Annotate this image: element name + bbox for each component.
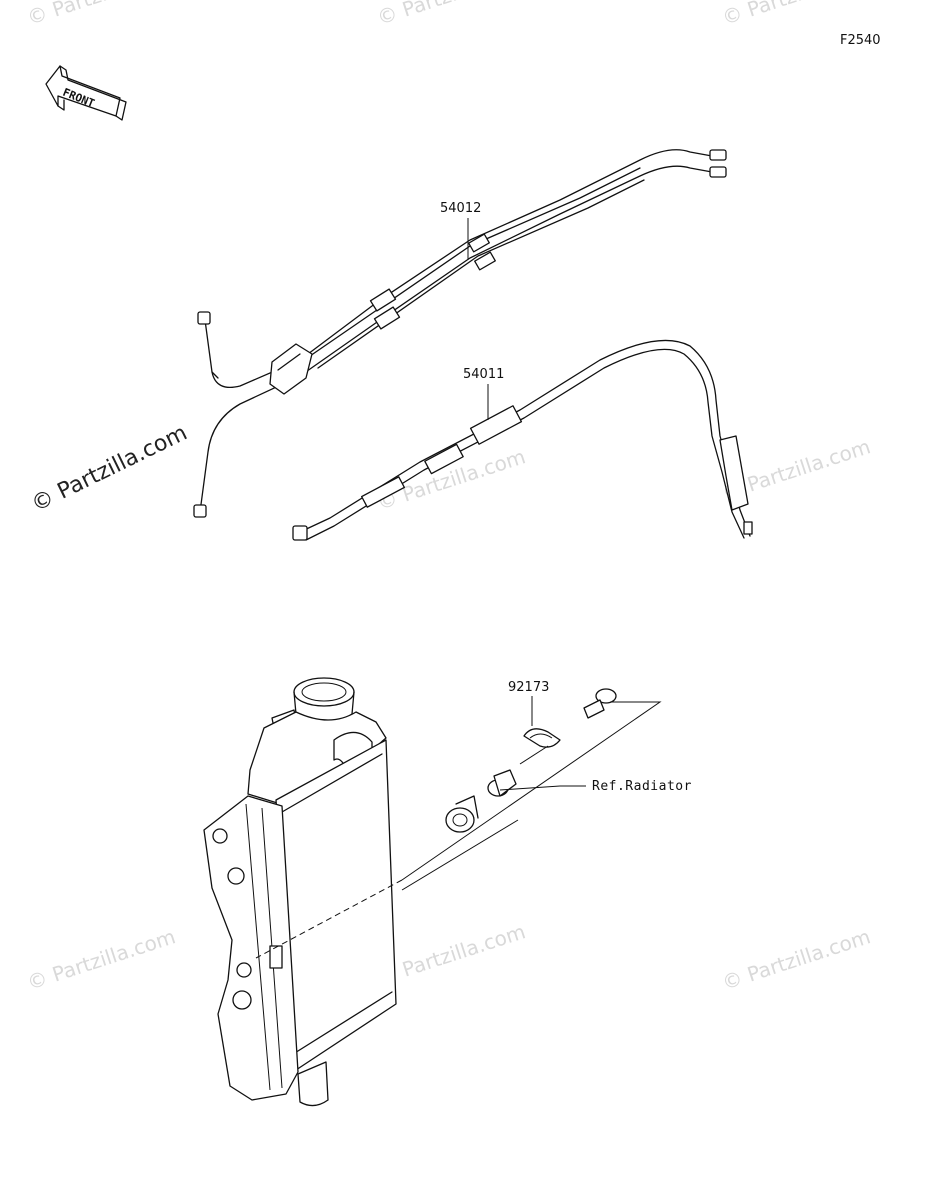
collar	[487, 769, 517, 797]
callout-clip: 92173	[508, 680, 549, 695]
front-arrow-icon: FRONT	[45, 65, 127, 121]
watermark: © Partzilla.com	[719, 924, 873, 995]
assembly-lines	[255, 701, 662, 959]
watermark: © Partzilla.com	[374, 919, 528, 990]
clutch-cable-assembly	[292, 339, 753, 541]
radiator	[203, 677, 397, 1107]
watermark: © Partzilla.com	[719, 0, 873, 30]
clip	[523, 728, 561, 748]
watermark: © Partzilla.com	[374, 0, 528, 30]
throttle-cable-assembly	[193, 149, 727, 518]
callout-clutch-cable: 54011	[463, 367, 504, 382]
partzilla-logo: © Partzilla.com	[28, 420, 192, 517]
callout-throttle-cable: 54012	[440, 201, 481, 216]
bolt	[583, 688, 617, 719]
grommet	[445, 795, 479, 833]
watermark: © Partzilla.com	[24, 924, 178, 995]
radiator-hardware	[445, 688, 617, 833]
watermark: © Partzilla.com	[24, 0, 178, 30]
callout-reference: Ref.Radiator	[592, 779, 692, 794]
figure-code: F2540	[840, 33, 881, 48]
